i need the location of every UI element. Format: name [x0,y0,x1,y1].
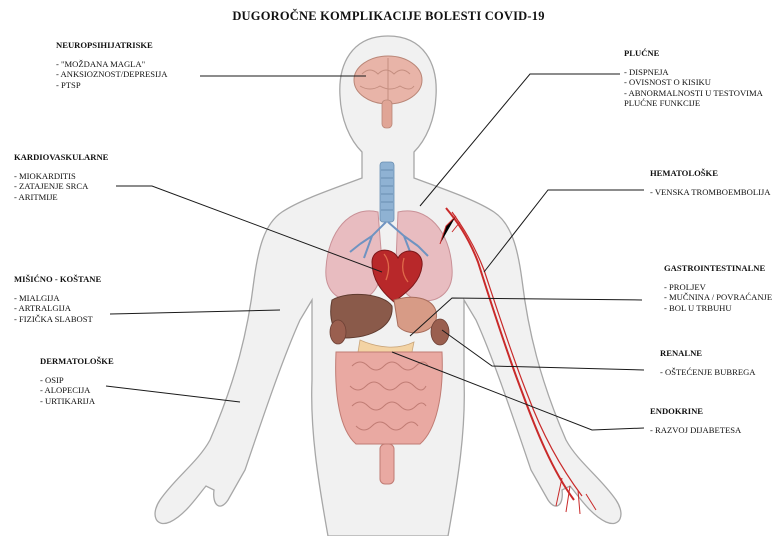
category-heading: KARDIOVASKULARNE [14,152,108,163]
category-item: - RAZVOJ DIJABETESA [650,425,741,436]
category-item: - ANKSIOZNOST/DEPRESIJA [56,69,168,80]
category-item: - MIALGIJA [14,293,101,304]
category-item: PLUĆNE FUNKCIJE [624,98,763,109]
category-heading: GASTROINTESTINALNE [664,263,772,274]
leader-plucne [420,74,620,206]
category-item: - ZATAJENJE SRCA [14,181,108,192]
category-item: - "MOŽDANA MAGLA" [56,59,168,70]
leader-renalne [442,330,644,370]
category-neuro: NEUROPSIHIJATRISKE - "MOŽDANA MAGLA" - A… [56,40,168,90]
category-item: - BOL U TRBUHU [664,303,772,314]
category-item: - VENSKA TROMBOEMBOLIJA [650,187,770,198]
category-item: - URTIKARIJA [40,396,114,407]
category-plucne: PLUĆNE - DISPNEJA - OVISNOST O KISIKU - … [624,48,763,109]
category-heading: HEMATOLOŠKE [650,168,770,179]
category-heading: DERMATOLOŠKE [40,356,114,367]
category-hemato: HEMATOLOŠKE - VENSKA TROMBOEMBOLIJA [650,168,770,197]
category-endo: ENDOKRINE - RAZVOJ DIJABETESA [650,406,741,435]
category-kardio: KARDIOVASKULARNE - MIOKARDITIS - ZATAJEN… [14,152,108,202]
category-derma: DERMATOLOŠKE - OSIP - ALOPECIJA - URTIKA… [40,356,114,406]
category-item: - ALOPECIJA [40,385,114,396]
category-heading: RENALNE [660,348,756,359]
category-item: - OŠTEĆENJE BUBREGA [660,367,756,378]
category-item: - OVISNOST O KISIKU [624,77,763,88]
category-heading: MIŠIĆNO - KOŠTANE [14,274,101,285]
trachea-icon [380,162,394,222]
category-item: - PTSP [56,80,168,91]
category-item: - ABNORMALNOSTI U TESTOVIMA [624,88,763,99]
category-heading: NEUROPSIHIJATRISKE [56,40,168,51]
category-item: - DISPNEJA [624,67,763,78]
category-item: - FIZIČKA SLABOST [14,314,101,325]
category-misicno: MIŠIĆNO - KOŠTANE - MIALGIJA - ARTRALGIJ… [14,274,101,324]
category-item: - MUČNINA / POVRAĆANJE [664,292,772,303]
category-item: - OSIP [40,375,114,386]
category-renalne: RENALNE - OŠTEĆENJE BUBREGA [660,348,756,377]
category-gastro: GASTROINTESTINALNE - PROLJEV - MUČNINA /… [664,263,772,313]
leader-derma [106,386,240,402]
category-heading: ENDOKRINE [650,406,741,417]
category-item: - ARTRALGIJA [14,303,101,314]
category-heading: PLUĆNE [624,48,763,59]
category-item: - ARITMIJE [14,192,108,203]
figure-title: DUGOROČNE KOMPLIKACIJE BOLESTI COVID-19 [0,9,777,24]
category-item: - PROLJEV [664,282,772,293]
category-item: - MIOKARDITIS [14,171,108,182]
